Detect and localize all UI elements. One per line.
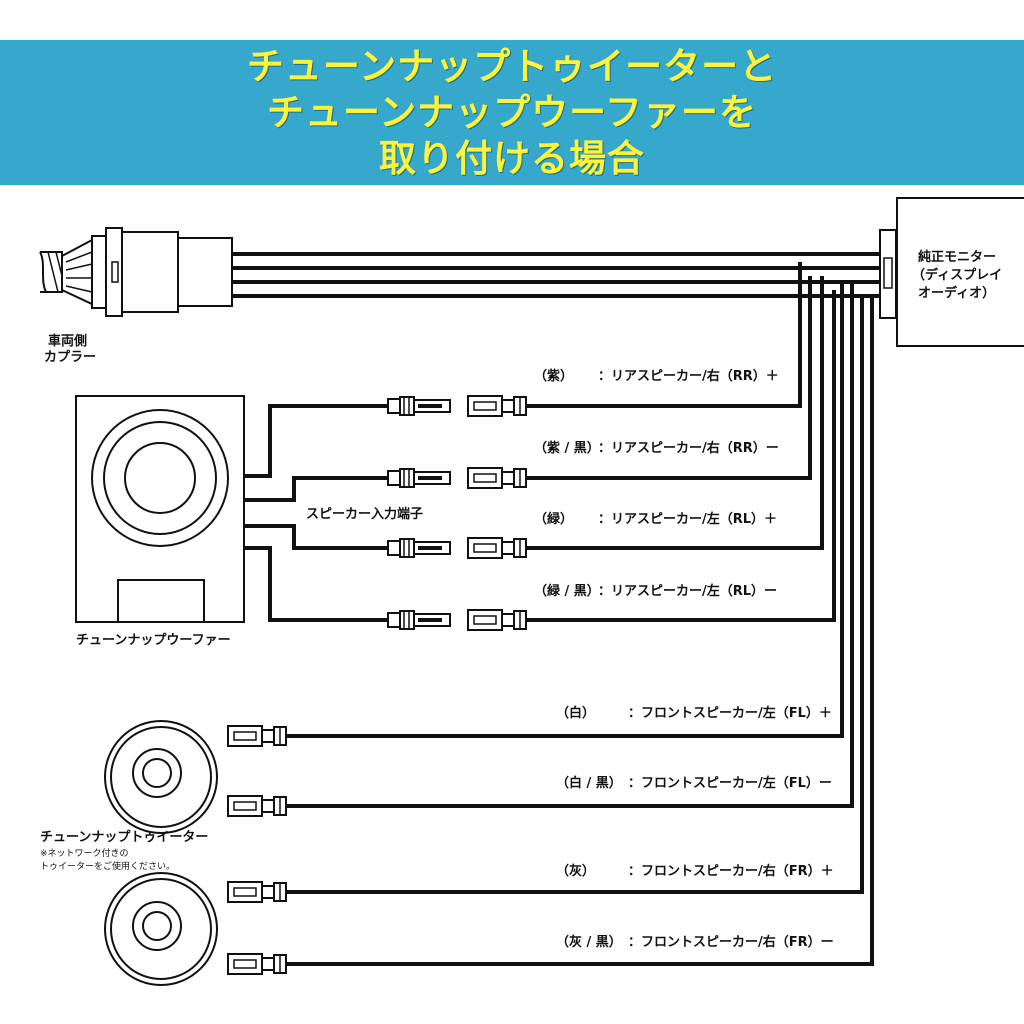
wire-desc: ：フロントスピーカー/右（FR）ー <box>628 935 834 950</box>
speaker-wires <box>286 262 874 966</box>
harness-connectors <box>227 395 527 975</box>
wire-desc: ：リアスピーカー/右（RR）＋ <box>598 369 779 384</box>
tweeter-note-1: ※ネットワーク付きの <box>40 849 129 859</box>
woofer-unit <box>75 395 245 623</box>
wire-label-rr-plus: （紫） ：リアスピーカー/右（RR）＋ <box>534 369 779 385</box>
monitor-unit <box>879 197 1024 347</box>
wire-color-name: （白） <box>556 706 596 721</box>
wire-label-rr-minus: （紫 / 黒）：リアスピーカー/右（RR）ー <box>534 441 779 457</box>
wire-desc: ：フロントスピーカー/左（FL）＋ <box>628 706 832 721</box>
title-line-3: 取り付ける場合 <box>379 136 645 180</box>
wire-color-name: （紫 / 黒） <box>534 441 600 456</box>
woofer-input-wires <box>244 404 390 622</box>
wire-desc: ：リアスピーカー/右（RR）ー <box>598 441 779 456</box>
wire-color-name: （灰） <box>556 864 596 879</box>
wire-label-fr-minus: （灰 / 黒） ：フロントスピーカー/右（FR）ー <box>556 935 834 951</box>
wire-desc: ：フロントスピーカー/右（FR）＋ <box>628 864 834 879</box>
wire-label-rl-minus: （緑 / 黒）：リアスピーカー/左（RL）ー <box>534 584 777 600</box>
wire-desc: ：フロントスピーカー/左（FL）ー <box>628 776 832 791</box>
wire-color-name: （緑） <box>534 512 574 527</box>
tweeter-upper <box>104 720 218 834</box>
monitor-label-1: 純正モニター <box>918 250 997 265</box>
title-line-1: チューンナップトゥイーターと <box>246 44 778 88</box>
title-banner: チューンナップトゥイーターと チューンナップウーファーを 取り付ける場合 <box>0 40 1024 185</box>
wire-label-fl-plus: （白） ：フロントスピーカー/左（FL）＋ <box>556 706 832 722</box>
speaker-input-label: スピーカー入力端子 <box>306 507 424 522</box>
wire-desc: ：リアスピーカー/左（RL）ー <box>598 584 778 599</box>
monitor-label-2: （ディスプレイ <box>912 268 1003 283</box>
wire-color-name: （灰 / 黒） <box>556 935 622 950</box>
tweeter-note-2: トゥイーターをご使用ください。 <box>40 862 176 872</box>
wire-color-name: （白 / 黒） <box>556 776 622 791</box>
wire-label-fr-plus: （灰） ：フロントスピーカー/右（FR）＋ <box>556 864 834 880</box>
wire-color-name: （緑 / 黒） <box>534 584 600 599</box>
title-line-2: チューンナップウーファーを <box>267 90 757 134</box>
wire-label-fl-minus: （白 / 黒） ：フロントスピーカー/左（FL）ー <box>556 776 832 792</box>
vehicle-coupler <box>39 227 233 317</box>
wire-color-name: （紫） <box>534 369 574 384</box>
tweeter-lower <box>104 872 218 986</box>
monitor-label-3: オーディオ） <box>918 286 996 301</box>
main-harness <box>232 252 890 298</box>
wire-desc: ：リアスピーカー/左（RL）＋ <box>598 512 778 527</box>
vehicle-coupler-label-2: カプラー <box>44 350 97 365</box>
woofer-label: チューンナップウーファー <box>76 633 231 648</box>
wire-label-rl-plus: （緑） ：リアスピーカー/左（RL）＋ <box>534 512 777 528</box>
tweeter-label: チューンナップトゥイーター <box>40 830 209 845</box>
vehicle-coupler-label-1: 車両側 <box>48 334 88 349</box>
